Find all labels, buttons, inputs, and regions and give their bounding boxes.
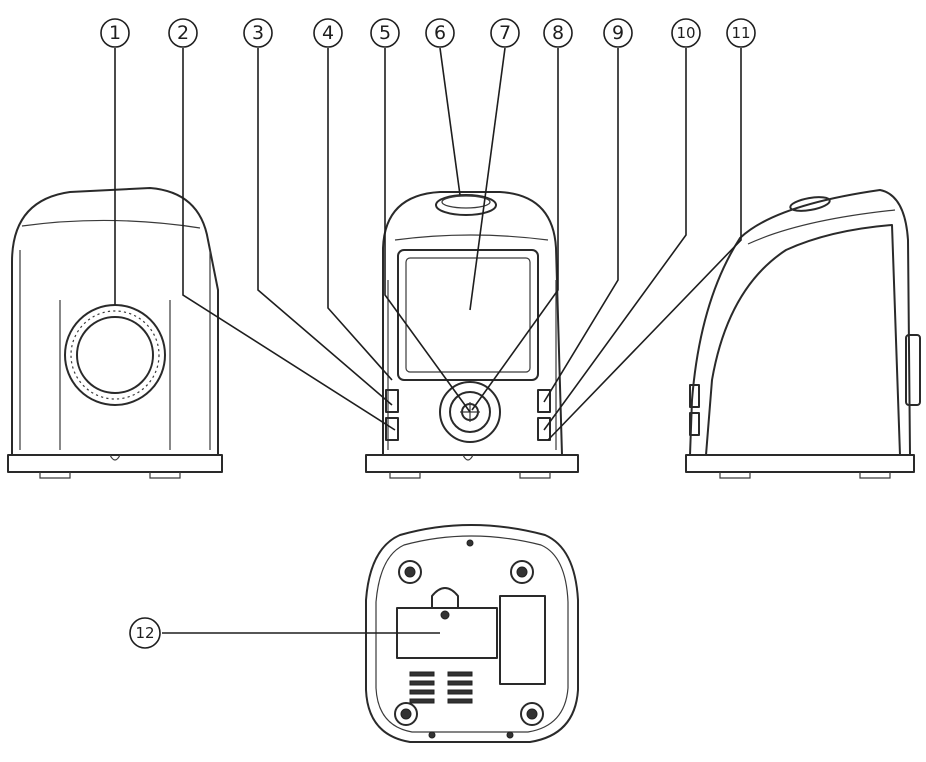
leader-lines: [114, 47, 742, 634]
device-front-view: [365, 191, 579, 479]
leader-5: [384, 48, 471, 413]
callout-6: 6: [425, 18, 455, 48]
svg-text:12: 12: [135, 624, 154, 642]
callout-5: 5: [370, 18, 400, 48]
leader-10: [543, 48, 687, 431]
svg-text:8: 8: [552, 22, 564, 44]
device-left-view: [7, 187, 223, 479]
top-button: [435, 194, 497, 216]
svg-text:2: 2: [177, 22, 189, 44]
callout-9: 9: [603, 18, 633, 48]
label-plate: [499, 595, 546, 685]
callout-2: 2: [168, 18, 198, 48]
right-key-upper: [537, 389, 551, 413]
callout-7: 7: [490, 18, 520, 48]
battery-compartment: [396, 587, 498, 659]
callout-10: 10: [671, 18, 701, 48]
callout-3: 3: [243, 18, 273, 48]
vent-slots: [409, 671, 473, 704]
callout-4: 4: [313, 18, 343, 48]
callout-11: 11: [726, 18, 756, 48]
leader-7: [469, 47, 506, 311]
svg-text:7: 7: [499, 22, 511, 44]
leader-8: [471, 48, 559, 411]
right-key-lower: [537, 417, 551, 441]
navigation-knob: [439, 381, 501, 443]
callout-8: 8: [543, 18, 573, 48]
callout-1: 1: [100, 18, 130, 48]
leader-6: [439, 47, 461, 196]
svg-text:11: 11: [731, 24, 750, 42]
display-screen: [397, 249, 539, 381]
left-key-upper: [385, 389, 399, 413]
left-key-lower: [385, 417, 399, 441]
svg-text:6: 6: [434, 22, 446, 44]
callout-12: 12: [129, 617, 161, 649]
leader-4: [327, 48, 393, 381]
svg-text:10: 10: [676, 24, 695, 42]
leader-2: [182, 48, 396, 431]
svg-text:9: 9: [612, 22, 624, 44]
leader-9: [543, 48, 619, 403]
svg-text:5: 5: [379, 22, 391, 44]
svg-text:1: 1: [109, 22, 121, 44]
svg-text:4: 4: [322, 22, 334, 44]
svg-text:3: 3: [252, 22, 264, 44]
leader-3: [257, 48, 393, 406]
leader-11: [547, 48, 742, 441]
rubber-feet: [394, 560, 544, 726]
measurement-aperture: [64, 304, 166, 406]
device-side-view: [685, 189, 921, 479]
